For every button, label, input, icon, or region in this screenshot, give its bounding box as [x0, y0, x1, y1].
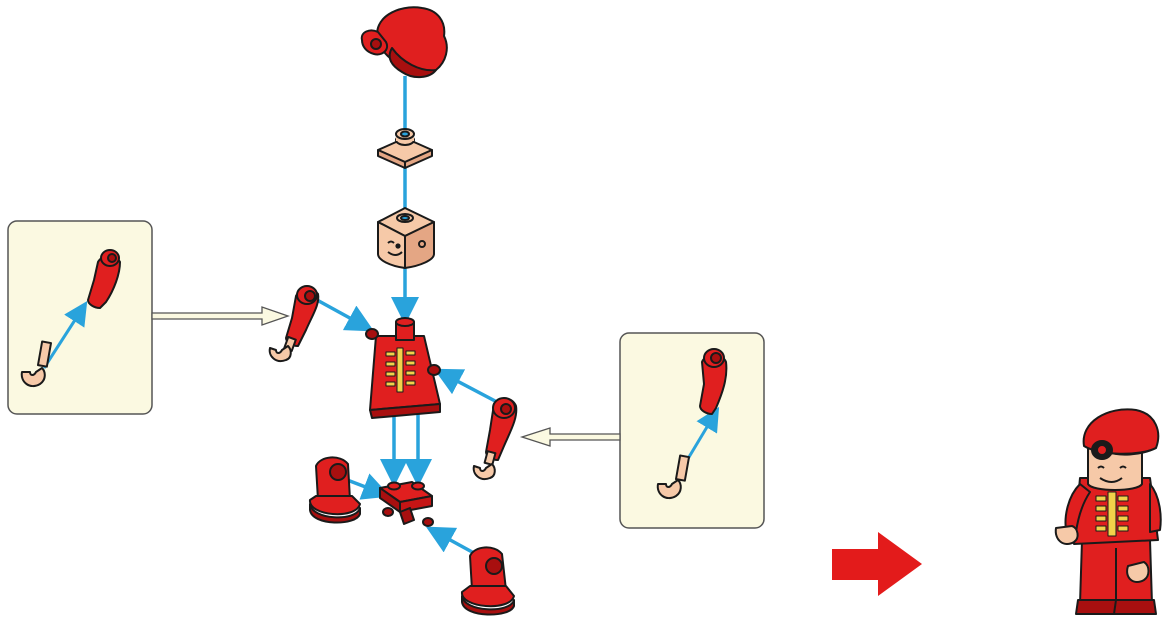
- callout-right: [519, 332, 765, 529]
- head-part: [377, 207, 435, 269]
- hip-part: [379, 481, 434, 527]
- callout-left-hand: [20, 340, 53, 388]
- callout-right-hand: [656, 454, 691, 500]
- next-step-arrow: [832, 532, 922, 596]
- right-leg-part: [461, 546, 515, 616]
- right-arm-part: [485, 397, 518, 461]
- assembled-minifigure: [1054, 408, 1162, 615]
- torso-print: [385, 347, 416, 393]
- left-arm-part: [285, 285, 320, 347]
- torso-part: [365, 317, 441, 419]
- connector-lines: [316, 76, 498, 566]
- left-hand-part: [268, 335, 297, 362]
- connector-rightarm-torso: [433, 368, 498, 404]
- callout-left: [7, 220, 290, 415]
- callout-left-arm: [87, 249, 121, 309]
- left-leg-part: [309, 456, 361, 524]
- callout-right-box: [619, 332, 765, 529]
- callout-pointer-left: [151, 306, 290, 326]
- neck-stud-part: [377, 128, 433, 169]
- callout-pointer-right: [519, 427, 621, 447]
- hat-part: [360, 6, 448, 78]
- right-hand-part: [472, 450, 497, 480]
- connector-leftarm-torso: [316, 298, 375, 332]
- callout-right-arm: [699, 348, 728, 415]
